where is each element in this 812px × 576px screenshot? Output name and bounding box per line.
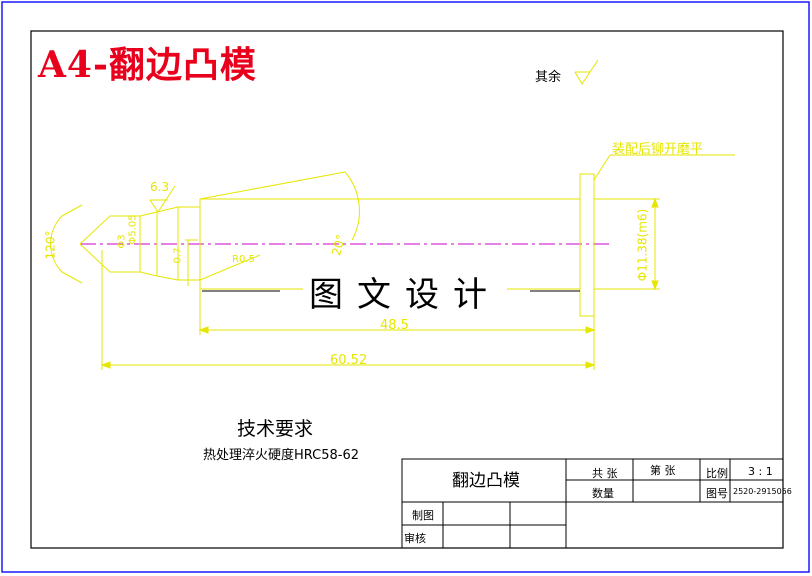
tech-requirements-title: 技术要求 (237, 418, 314, 440)
small-length-dim: 0.7 (172, 247, 184, 264)
length-48-dim: 48.5 (380, 318, 409, 333)
length-60-dim: 60.52 (330, 353, 368, 368)
cone-angle-dim: 120° (43, 230, 58, 260)
title-block (401, 458, 784, 549)
title-block-scale-value: 3 : 1 (748, 465, 773, 478)
chamfer-dim: R0.5 (232, 254, 255, 265)
title-block-part-name: 翻边凸模 (452, 471, 520, 491)
title-block-drawing-no-label: 图号 (706, 487, 728, 500)
part-geometry (50, 59, 735, 370)
title-block-quantity-label: 数量 (592, 487, 614, 500)
title-block-drawn-label: 制图 (412, 509, 434, 522)
drawing-title: A4-翻边凸模 (38, 44, 257, 86)
surface-finish-note: 其余 (535, 70, 562, 85)
shank-dia-dim: Φ11.38(m6) (635, 208, 650, 282)
pilot-dia-dim: Φ3 (116, 234, 128, 249)
tech-requirements-body: 热处理淬火硬度HRC58-62 (203, 448, 360, 463)
title-block-sheet-no: 第 张 (650, 464, 676, 477)
title-block-checked-label: 审核 (404, 532, 426, 545)
roughness-value: 6.3 (150, 180, 170, 194)
watermark-text: 图文设计 (303, 267, 507, 316)
title-block-total-sheets: 共 张 (592, 467, 618, 480)
title-block-drawing-no: 2520-2915056 (733, 487, 792, 496)
assembly-note: 装配后铆开磨平 (612, 142, 704, 157)
step-dia-dim: Φ5.05 (127, 214, 139, 245)
title-block-scale-label: 比例 (706, 467, 728, 480)
